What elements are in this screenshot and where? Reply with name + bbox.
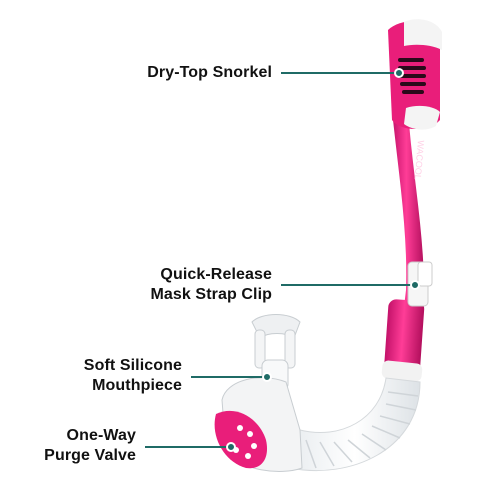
- callout-purge-label: One-Way Purge Valve: [20, 426, 136, 466]
- callout-clip-label: Quick-Release Mask Strap Clip: [100, 265, 272, 305]
- callout-clip-dot: [410, 280, 420, 290]
- callout-clip-line-1: Quick-Release: [160, 266, 272, 283]
- callout-purge-line-1: One-Way: [66, 427, 136, 444]
- tube-lower-section: [383, 299, 425, 381]
- callout-dry-top-line-1: Dry-Top Snorkel: [147, 64, 272, 81]
- callout-purge-line-2: Purge Valve: [44, 447, 136, 464]
- callout-dry-top-dot: [394, 68, 404, 78]
- callout-mouthpiece-dot: [262, 372, 272, 382]
- purge-valve: [214, 377, 303, 472]
- callout-clip-line-2: Mask Strap Clip: [150, 286, 272, 303]
- callout-mouthpiece-label: Soft Silicone Mouthpiece: [40, 356, 182, 396]
- tube-collar: [381, 360, 423, 382]
- callout-purge-leader: [145, 446, 229, 448]
- dry-top-valve: [388, 19, 442, 130]
- callout-mouthpiece-line-1: Soft Silicone: [83, 357, 182, 374]
- flex-hose: [289, 377, 421, 472]
- callout-dry-top-leader: [281, 72, 399, 74]
- callout-dry-top-label: Dry-Top Snorkel: [100, 63, 272, 83]
- callout-purge-dot: [226, 442, 236, 452]
- callout-mouthpiece-leader: [191, 376, 265, 378]
- callout-mouthpiece-line-2: Mouthpiece: [92, 377, 182, 394]
- brand-text: WACOOL: [413, 140, 426, 180]
- callout-clip-leader: [281, 284, 413, 286]
